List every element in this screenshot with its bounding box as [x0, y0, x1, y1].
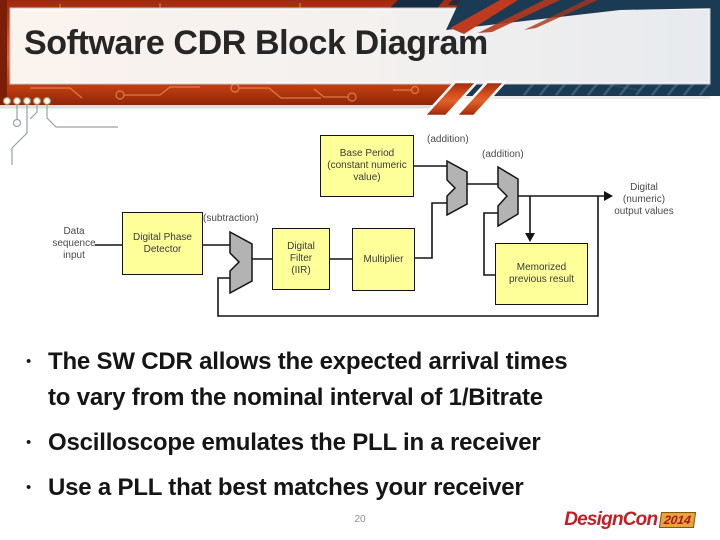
block-digital-filter: Digital Filter (IIR) — [272, 228, 330, 290]
output-arrowhead — [604, 191, 613, 201]
page-number: 20 — [354, 514, 366, 525]
output-label: Digital (numeric) output values — [614, 182, 674, 217]
subtraction-label: (subtraction) — [203, 213, 259, 224]
header-left-edge — [0, 0, 7, 105]
logo-brand-text: DesignCon — [564, 509, 658, 530]
bullet-text-1: The SW CDR allows the expected arrival t… — [48, 348, 568, 411]
block-diagram-canvas — [95, 159, 613, 317]
addition-label-2: (addition) — [482, 149, 524, 160]
bullet-marker: • — [26, 479, 32, 496]
block-digital-phase-detector: Digital Phase Detector — [122, 212, 203, 275]
adder1-shape — [446, 159, 468, 217]
connector-feedback-loop — [217, 196, 599, 317]
connector-memorized-to-adder2 — [483, 212, 498, 276]
header: Software CDR Block Diagram — [10, 8, 710, 84]
bullet-text-2: Oscilloscope emulates the PLL in a recei… — [48, 429, 541, 456]
bullet-text-3: Use a PLL that best matches your receive… — [48, 474, 524, 501]
logo-year-badge: 2014 — [659, 512, 697, 528]
designcon-logo: DesignCon 2014 — [564, 509, 697, 531]
diagram-connectors — [95, 165, 606, 317]
addition-label-1: (addition) — [427, 134, 469, 145]
header-shadow — [0, 105, 448, 109]
block-base-period: Base Period (constant numeric value) — [320, 135, 414, 197]
adder2-shape — [497, 165, 519, 228]
block-multiplier: Multiplier — [352, 228, 415, 291]
subtractor-shape — [229, 230, 253, 295]
input-label: Data sequence input — [52, 226, 96, 261]
operator-shapes — [229, 159, 519, 295]
navy-hatch-lines — [523, 83, 710, 96]
bullet-item-1: • The SW CDR allows the expected arrival… — [26, 344, 714, 416]
block-memorized-previous-result: Memorized previous result — [495, 243, 588, 305]
orange-slashes — [421, 80, 508, 118]
connector-multiplier-to-adder1 — [415, 202, 447, 259]
arrowheads — [525, 191, 613, 242]
bullet-marker: • — [26, 434, 32, 451]
bullet-item-3: • Use a PLL that best matches your recei… — [26, 470, 714, 506]
memorized-arrowhead — [525, 233, 535, 242]
bullet-marker: • — [26, 353, 32, 370]
bullet-item-2: • Oscilloscope emulates the PLL in a rec… — [26, 425, 714, 461]
page-title: Software CDR Block Diagram — [24, 23, 488, 62]
header-shadow-right — [448, 96, 710, 99]
bullet-list: • The SW CDR allows the expected arrival… — [26, 344, 714, 515]
